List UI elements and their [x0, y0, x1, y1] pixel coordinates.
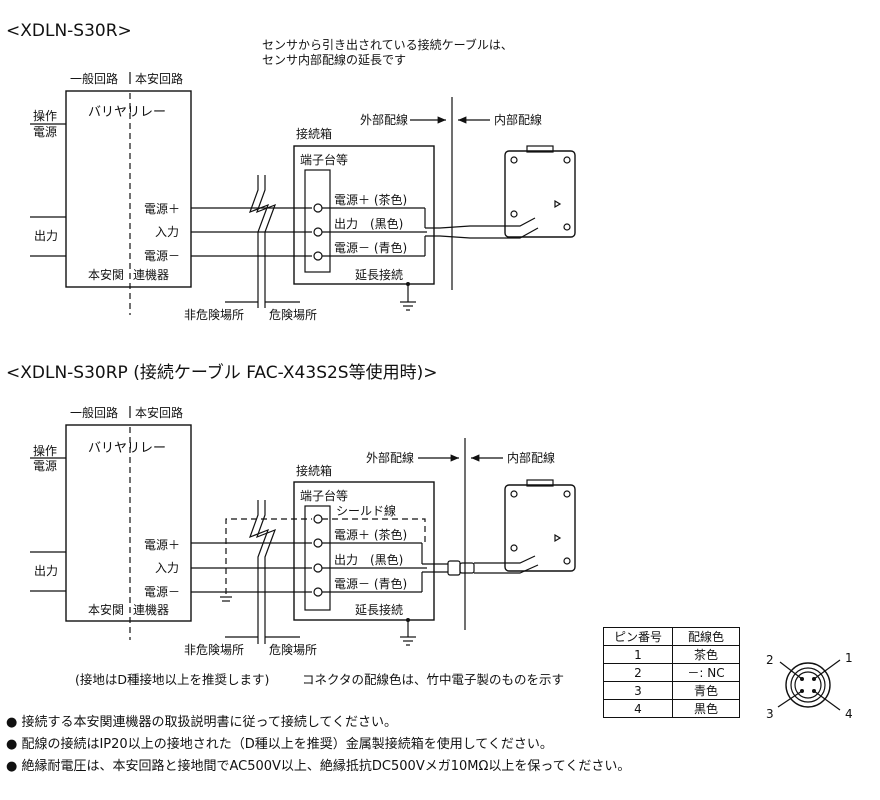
safe-circuit-label: 本安回路 [135, 71, 183, 86]
junction-box-2 [293, 481, 435, 621]
connector-pin-diagram: 1 2 3 4 [766, 651, 853, 721]
wire-black-label: 出力 (黒色) [334, 217, 403, 231]
non-hazardous-label: 非危険場所 [184, 308, 244, 322]
op-power-label-1: 操作 [33, 108, 57, 123]
wire-black-label-2: 出力 (黒色) [334, 553, 403, 567]
shield-wire [225, 518, 312, 594]
external-wiring-label-2: 外部配線 [366, 450, 414, 465]
diagram-xdln-s30r: <XDLN-S30R> センサから引き出されている接続ケーブルは、 センサ内部配… [6, 21, 576, 322]
diagram-xdln-s30rp: <XDLN-S30RP (接続ケーブル FAC-X43S2S等使用時)> 一般回… [6, 362, 576, 687]
diagram1-title: <XDLN-S30R> [6, 21, 132, 41]
note-item: ● 配線の接続はIP20以上の接地された（D種以上を推奨）金属製接続箱を使用して… [6, 737, 553, 752]
power-plus-label: 電源＋ [144, 202, 180, 216]
related-device-label-1: 本安関 [88, 267, 124, 282]
wire-blue-label-2: 電源－ (青色) [334, 577, 407, 591]
general-circuit-label-2: 一般回路 [70, 405, 118, 420]
terminal-1 [313, 203, 323, 213]
wire-blue-label: 電源－ (青色) [334, 241, 407, 255]
terminal-3 [313, 251, 323, 261]
color-header: 配線色 [672, 627, 740, 646]
color-cell: 青色 [672, 681, 740, 700]
shield-label: シールド線 [336, 503, 396, 518]
terminal-2 [313, 227, 323, 237]
pin-cell: 1 [603, 645, 673, 664]
pin-label-1: 1 [845, 651, 853, 665]
related-device-label-2-2: 連機器 [133, 602, 169, 617]
note-item: ● 絶縁耐電圧は、本安回路と接地間でAC500V以上、絶縁抵抗DC500Vメガ1… [6, 759, 631, 774]
barrier-relay-label: バリヤリレー [88, 105, 166, 120]
pin-label-4: 4 [845, 707, 853, 721]
safe-circuit-label-2: 本安回路 [135, 405, 183, 420]
terminal-block-label-2: 端子台等 [300, 488, 348, 503]
power-minus-label: 電源－ [144, 249, 180, 263]
color-cell: 茶色 [672, 645, 740, 664]
junction-box-label: 接続箱 [296, 126, 332, 141]
related-device-label-2-1: 本安関 [88, 602, 124, 617]
pin-header: ピン番号 [603, 627, 673, 646]
extension-label-2: 延長接続 [355, 602, 403, 617]
pin-label-2: 2 [766, 653, 774, 667]
input-label: 入力 [155, 225, 179, 239]
note-item: ● 接続する本安関連機器の取扱説明書に従って接続してください。 [6, 715, 398, 730]
related-device-label-2: 連機器 [133, 267, 169, 282]
connector-note: コネクタの配線色は、竹中電子製のものを示す [302, 672, 564, 687]
junction-box-label-2: 接続箱 [296, 463, 332, 478]
terminal-block [304, 169, 331, 273]
terminal-2-2 [313, 563, 323, 573]
cable-connector [447, 560, 461, 576]
internal-wiring-label-2: 内部配線 [507, 450, 555, 465]
pin-color-table: ピン番号 配線色 1 茶色 2 －: NC 3 青色 4 黒色 [603, 627, 740, 718]
terminal-2-1 [313, 538, 323, 548]
output-label: 出力 [34, 229, 58, 243]
hazardous-label-2: 危険場所 [269, 643, 317, 657]
sensor-body-2 [504, 479, 576, 572]
color-cell: 黒色 [672, 699, 740, 718]
internal-wiring-label: 内部配線 [494, 112, 542, 127]
ground-note: (接地はD種接地以上を推奨します) [75, 672, 269, 687]
power-plus-label-2: 電源＋ [144, 538, 180, 552]
diagram2-title: <XDLN-S30RP (接続ケーブル FAC-X43S2S等使用時)> [6, 362, 437, 383]
power-minus-label-2: 電源－ [144, 585, 180, 599]
non-hazardous-label-2: 非危険場所 [184, 643, 244, 657]
cable-note-line2: センサ内部配線の延長です [262, 52, 406, 67]
input-label-2: 入力 [155, 561, 179, 575]
barrier-device-box-2 [65, 424, 192, 622]
wire-brown-label: 電源＋ (茶色) [334, 192, 407, 207]
hazardous-label: 危険場所 [269, 308, 317, 322]
cable-note-line1: センサから引き出されている接続ケーブルは、 [262, 37, 513, 52]
table-row: 1 茶色 [603, 645, 740, 664]
op-power-label-2-1: 操作 [33, 443, 57, 458]
wire-brown-label-2: 電源＋ (茶色) [334, 527, 407, 542]
terminal-2-3 [313, 587, 323, 597]
output-label-2: 出力 [34, 564, 58, 578]
barrier-device-box [65, 90, 192, 288]
terminal-block-label: 端子台等 [300, 152, 348, 167]
pin-cell: 3 [603, 681, 673, 700]
barrier-relay-label-2: バリヤリレー [88, 441, 166, 456]
external-wiring-label: 外部配線 [360, 112, 408, 127]
notes-list: ● 接続する本安関連機器の取扱説明書に従って接続してください。 ● 配線の接続は… [6, 712, 630, 778]
sensor-body [504, 145, 576, 238]
op-power-label-2: 電源 [33, 125, 57, 139]
table-row: 4 黒色 [603, 699, 740, 718]
junction-box [293, 145, 435, 285]
color-cell: －: NC [672, 663, 740, 682]
extension-label: 延長接続 [355, 267, 403, 282]
terminal-block-2 [304, 505, 331, 611]
pin-table-header: ピン番号 配線色 [603, 627, 740, 646]
general-circuit-label: 一般回路 [70, 71, 118, 86]
table-row: 2 －: NC [603, 663, 740, 682]
terminal-2-0 [313, 514, 323, 524]
pin-cell: 2 [603, 663, 673, 682]
op-power-label-2-2: 電源 [33, 459, 57, 473]
table-row: 3 青色 [603, 681, 740, 700]
pin-label-3: 3 [766, 707, 774, 721]
